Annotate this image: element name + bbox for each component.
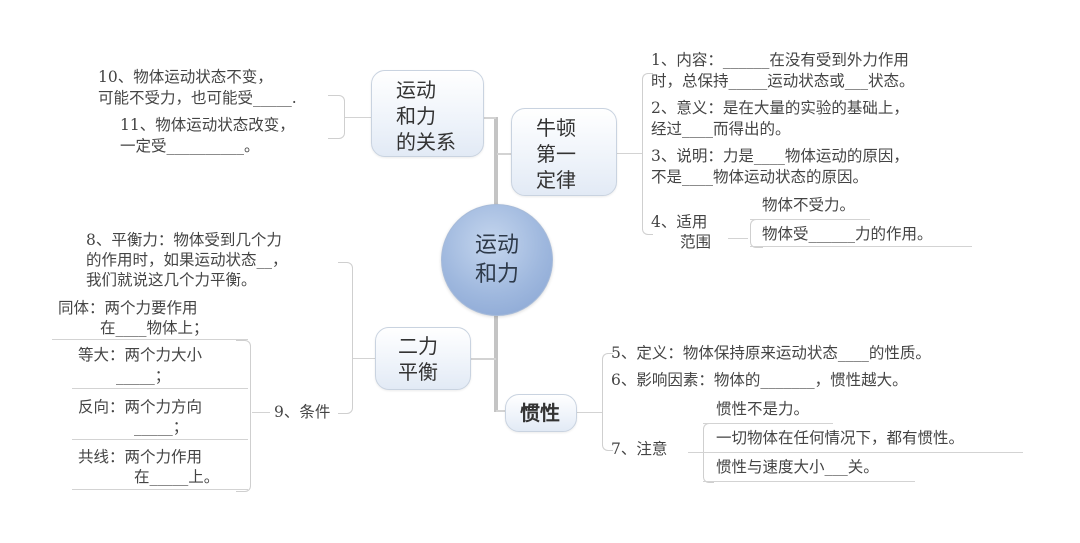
inertia-note-3: 惯性与速度大小___关。 bbox=[716, 458, 879, 476]
connector-newton-right bbox=[616, 153, 642, 154]
connector-balance bbox=[470, 358, 496, 360]
balance-definition-line2: 的作用时，如果运动状态__， bbox=[86, 251, 288, 269]
connector-relation bbox=[484, 117, 496, 119]
newton-title-line3: 定律 bbox=[536, 168, 576, 192]
newton-item-2-line1: 2、意义：是在大量的实验的基础上， bbox=[651, 99, 909, 117]
relation-item-10-line2: 可能不受力，也可能受_____. bbox=[98, 89, 297, 107]
relation-item-11-line1: 11、物体运动状态改变， bbox=[120, 116, 295, 134]
inertia-item-5: 5、定义：物体保持原来运动状态____的性质。 bbox=[611, 344, 931, 362]
bracket-newton bbox=[642, 73, 653, 235]
newton-scope-option-1: 物体不受力。 bbox=[762, 196, 856, 214]
connector-balance-left bbox=[352, 358, 376, 359]
newton-item-2-line2: 经过____而得出的。 bbox=[651, 120, 791, 138]
bracket-balance bbox=[338, 262, 353, 414]
divider-cond-2 bbox=[72, 439, 248, 440]
newton-scope-label-line2: 范围 bbox=[680, 233, 712, 251]
newton-item-3-line1: 3、说明：力是____物体运动的原因， bbox=[651, 147, 909, 165]
underline-scope-2 bbox=[750, 246, 972, 247]
connector-relation-left bbox=[345, 117, 372, 118]
inertia-note-1: 惯性不是力。 bbox=[716, 400, 810, 418]
bracket-inertia bbox=[602, 353, 613, 451]
topic-newton-first-law[interactable]: 牛顿 第一 定律 bbox=[511, 108, 617, 196]
condition-opposite-line2: _____； bbox=[134, 418, 189, 436]
connector-conditions bbox=[252, 412, 270, 413]
balance-definition-line3: 我们就说这几个力平衡。 bbox=[86, 271, 257, 289]
newton-item-1-line2: 时，总保持_____运动状态或___状态。 bbox=[651, 72, 915, 90]
condition-collinear-line1: 共线：两个力作用 bbox=[78, 448, 203, 466]
condition-same-body-line1: 同体：两个力要作用 bbox=[58, 299, 198, 317]
condition-same-body-line2: 在____物体上； bbox=[100, 319, 209, 337]
condition-equal-line1: 等大：两个力大小 bbox=[78, 346, 203, 364]
underline-note-2 bbox=[703, 452, 1023, 453]
inertia-item-6: 6、影响因素：物体的_______，惯性越大。 bbox=[611, 371, 908, 389]
central-topic[interactable]: 运动 和力 bbox=[441, 204, 553, 316]
inertia-notes-label: 7、注意 bbox=[611, 440, 668, 458]
connector-inertia bbox=[496, 410, 508, 412]
bracket-relation bbox=[328, 95, 345, 139]
connector-scope bbox=[728, 238, 748, 239]
underline-note-1 bbox=[703, 423, 833, 424]
newton-title-line1: 牛顿 bbox=[536, 116, 576, 140]
topic-inertia[interactable]: 惯性 bbox=[505, 394, 577, 432]
newton-title-line2: 第一 bbox=[536, 142, 576, 166]
condition-equal-line2: _____； bbox=[116, 367, 171, 385]
connector-newton bbox=[497, 153, 511, 155]
relation-item-11-line2: 一定受__________。 bbox=[120, 137, 260, 155]
central-topic-line1: 运动 bbox=[474, 233, 519, 258]
relation-title-line1: 运动 bbox=[396, 78, 436, 102]
inertia-note-2: 一切物体在任何情况下，都有惯性。 bbox=[716, 429, 965, 447]
central-topic-line2: 和力 bbox=[474, 262, 519, 287]
condition-opposite-line1: 反向：两个力方向 bbox=[78, 398, 203, 416]
topic-two-force-balance[interactable]: 二力 平衡 bbox=[375, 327, 471, 390]
balance-definition-line1: 8、平衡力：物体受到几个力 bbox=[86, 231, 282, 249]
inertia-title: 惯性 bbox=[520, 401, 560, 425]
bracket-notes bbox=[703, 423, 714, 483]
newton-scope-option-2: 物体受______力的作用。 bbox=[762, 225, 933, 243]
underline-scope-1 bbox=[750, 219, 870, 220]
relation-title-line2: 和力 bbox=[396, 104, 436, 128]
divider-cond-1 bbox=[72, 388, 248, 389]
relation-title-line3: 的关系 bbox=[396, 130, 456, 154]
connector-notes bbox=[688, 452, 704, 453]
condition-collinear-line2: 在_____上。 bbox=[134, 468, 220, 486]
balance-conditions-label: 9、条件 bbox=[274, 403, 331, 421]
balance-title-line1: 二力 bbox=[398, 334, 438, 358]
bracket-conditions bbox=[236, 340, 251, 492]
balance-title-line2: 平衡 bbox=[398, 360, 438, 384]
relation-item-10-line1: 10、物体运动状态不变， bbox=[98, 68, 273, 86]
newton-scope-label-line1: 4、适用 bbox=[651, 213, 708, 231]
underline-note-3 bbox=[703, 481, 915, 482]
newton-item-3-line2: 不是____物体运动状态的原因。 bbox=[651, 168, 869, 186]
divider-cond-3 bbox=[72, 489, 248, 490]
divider-cond-0 bbox=[52, 339, 248, 340]
newton-item-1-line1: 1、内容：______在没有受到外力作用 bbox=[651, 51, 909, 69]
connector-inertia-right bbox=[577, 412, 603, 413]
topic-motion-force-relation[interactable]: 运动 和力 的关系 bbox=[371, 70, 484, 157]
